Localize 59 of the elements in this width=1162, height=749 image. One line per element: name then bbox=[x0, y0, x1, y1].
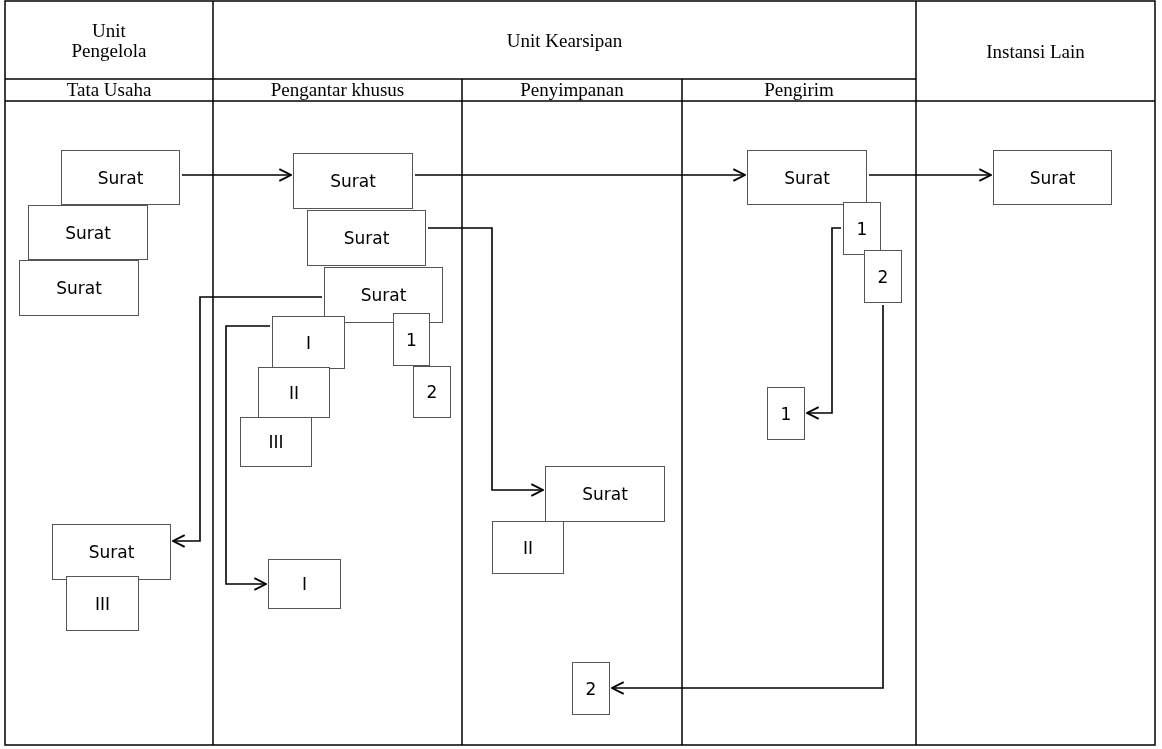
document-box bbox=[66, 576, 139, 631]
box-text: I bbox=[302, 574, 307, 594]
document-box bbox=[413, 366, 451, 418]
column-header: Unit Kearsipan bbox=[506, 31, 623, 51]
box-text: III bbox=[268, 432, 284, 452]
box-text: Surat bbox=[784, 167, 830, 188]
column-header: Unit Pengelola bbox=[70, 21, 148, 61]
document-box bbox=[324, 267, 443, 323]
document-box bbox=[492, 521, 564, 574]
document-box bbox=[240, 417, 312, 467]
document-box bbox=[747, 150, 867, 205]
arrow bbox=[427, 227, 544, 497]
column-header: Penyimpanan bbox=[520, 80, 624, 100]
document-box bbox=[993, 150, 1112, 205]
document-box bbox=[307, 210, 426, 266]
document-box bbox=[393, 313, 430, 366]
document-box bbox=[61, 150, 180, 205]
box-text: II bbox=[289, 382, 299, 403]
box-text: Surat bbox=[343, 228, 390, 248]
box-text: Surat bbox=[65, 222, 111, 243]
column-header: Pengirim bbox=[764, 80, 834, 100]
arrow bbox=[414, 168, 746, 182]
box-text: II bbox=[523, 537, 533, 558]
arrow bbox=[611, 304, 884, 695]
box-text: 2 bbox=[426, 382, 438, 402]
box-text: 2 bbox=[585, 678, 597, 699]
box-text: 2 bbox=[877, 266, 889, 287]
box-text: Surat bbox=[582, 484, 628, 504]
arrow bbox=[181, 168, 292, 182]
box-text: Surat bbox=[330, 171, 376, 191]
column-header: Tata Usaha bbox=[66, 80, 152, 100]
document-box bbox=[52, 524, 171, 580]
box-text: 1 bbox=[406, 329, 417, 350]
document-box bbox=[258, 367, 330, 418]
box-text: Surat bbox=[1029, 167, 1076, 188]
document-box bbox=[545, 466, 665, 522]
box-text: Surat bbox=[97, 167, 144, 188]
document-box bbox=[572, 662, 610, 715]
document-box bbox=[864, 250, 902, 303]
box-text: 1 bbox=[780, 403, 792, 424]
box-text: I bbox=[306, 332, 311, 353]
document-box bbox=[268, 559, 341, 609]
column-header: Pengantar khusus bbox=[270, 80, 405, 100]
box-text: 1 bbox=[856, 218, 868, 239]
arrow bbox=[868, 168, 992, 182]
document-box bbox=[293, 153, 413, 209]
document-box bbox=[767, 387, 805, 440]
arrow bbox=[172, 296, 323, 548]
box-text: Surat bbox=[88, 542, 135, 562]
document-box bbox=[843, 202, 881, 255]
arrow bbox=[225, 325, 271, 591]
box-text: III bbox=[94, 593, 110, 614]
column-header: Instansi Lain bbox=[986, 42, 1085, 62]
document-box bbox=[272, 316, 345, 369]
arrow bbox=[806, 227, 842, 420]
document-box bbox=[28, 205, 148, 260]
box-text: Surat bbox=[56, 278, 102, 298]
box-text: Surat bbox=[360, 285, 407, 305]
document-box bbox=[19, 260, 139, 316]
